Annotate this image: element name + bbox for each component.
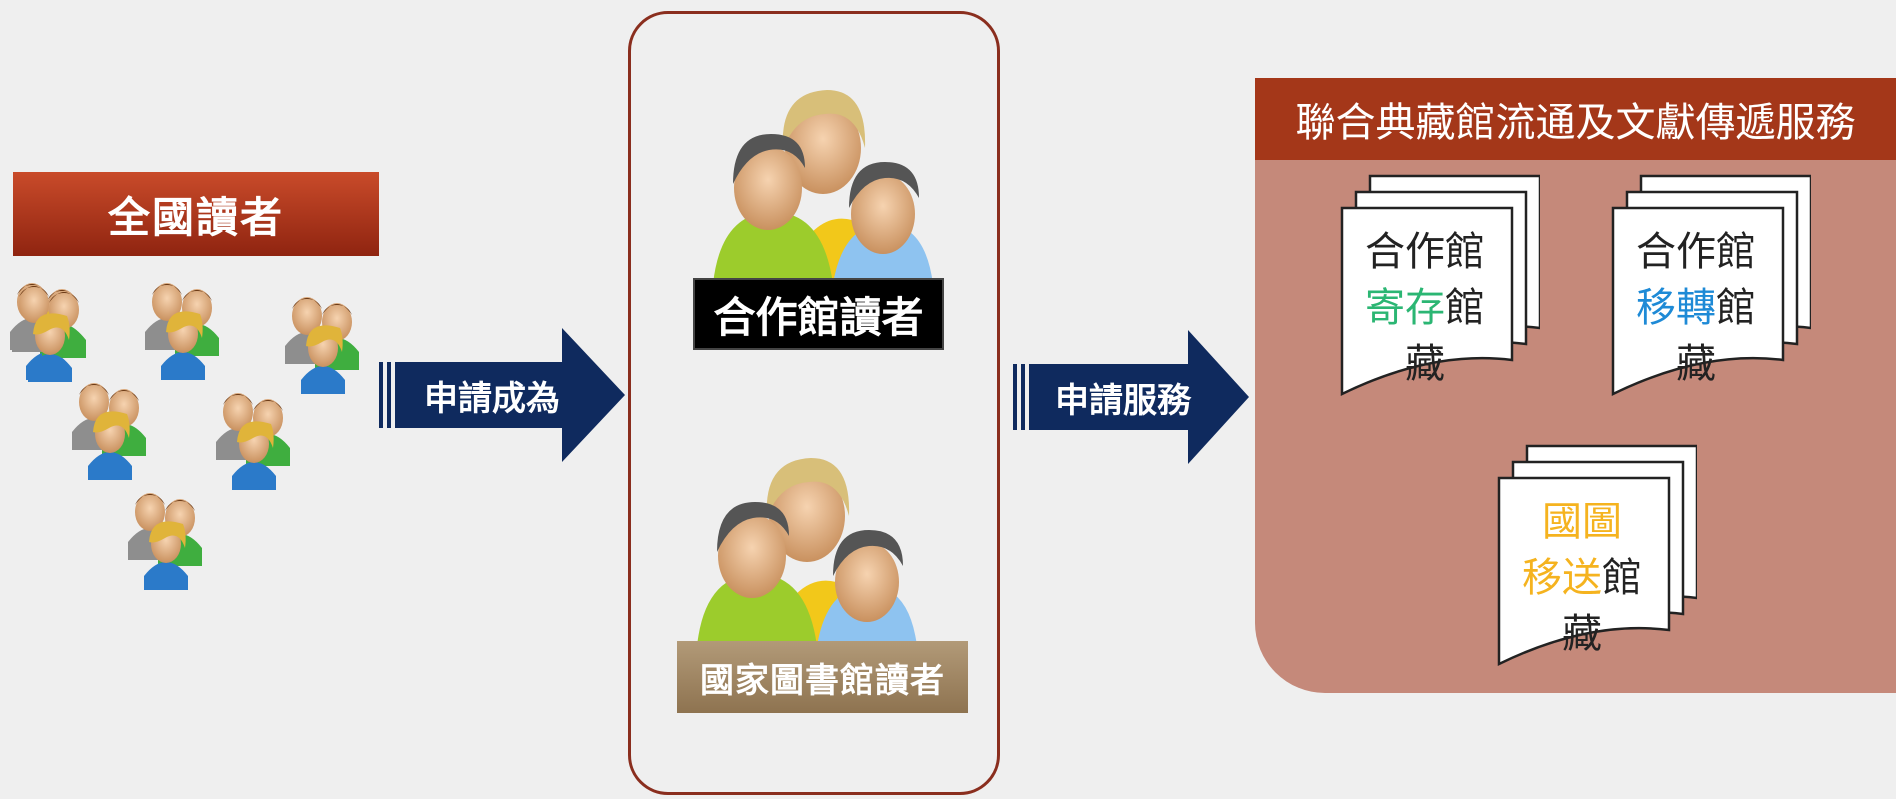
- doc-line3: 藏: [1676, 341, 1716, 387]
- document-stack-deposit: 合作館 寄存館 藏: [1340, 174, 1540, 409]
- arrow-apply-become: 申請成為: [379, 328, 625, 462]
- doc-line2-colored: 寄存: [1365, 285, 1445, 331]
- people-crowd-icon: [10, 262, 390, 692]
- document-stack-icon: [1497, 444, 1697, 667]
- doc-line1: 合作館: [1636, 229, 1756, 275]
- doc-line1: 國圖: [1542, 499, 1622, 545]
- ncl-readers-badge: 國家圖書館讀者: [677, 641, 968, 713]
- coop-readers-badge: 合作館讀者: [693, 278, 944, 350]
- document-stack-ncl-transfer: 國圖 移送館 藏: [1497, 444, 1697, 679]
- doc-line2-colored: 移轉: [1636, 285, 1716, 331]
- arrow-apply-service-label: 申請服務: [1055, 380, 1191, 421]
- doc-line2-rest: 館: [1716, 285, 1756, 331]
- doc-line1: 合作館: [1365, 229, 1485, 275]
- arrow-apply-service: 申請服務: [1013, 330, 1249, 464]
- document-stack-icon: [1340, 174, 1540, 397]
- reader-types-panel: [628, 11, 1000, 795]
- arrow-right-icon: [379, 328, 625, 462]
- doc-line3: 藏: [1405, 341, 1445, 387]
- people-group-icon: [713, 88, 933, 284]
- document-stack-icon: [1611, 174, 1811, 397]
- doc-line2-rest: 館: [1445, 285, 1485, 331]
- arrow-right-icon: [1013, 330, 1249, 464]
- arrow-apply-become-label: 申請成為: [424, 378, 560, 419]
- coop-readers-label: 合作館讀者: [713, 292, 924, 342]
- people-group-icon: [697, 456, 917, 646]
- ncl-readers-label: 國家圖書館讀者: [700, 660, 945, 701]
- service-title-label: 聯合典藏館流通及文獻傳遞服務: [1295, 100, 1856, 146]
- doc-line2-rest: 館: [1602, 555, 1642, 601]
- document-stack-transfer: 合作館 移轉館 藏: [1611, 174, 1811, 409]
- doc-line2-colored: 移送: [1522, 555, 1602, 601]
- doc-line3: 藏: [1562, 611, 1602, 657]
- service-title: 聯合典藏館流通及文獻傳遞服務: [1255, 78, 1896, 160]
- national-readers-banner: 全國讀者: [13, 172, 379, 256]
- national-readers-label: 全國讀者: [107, 192, 284, 242]
